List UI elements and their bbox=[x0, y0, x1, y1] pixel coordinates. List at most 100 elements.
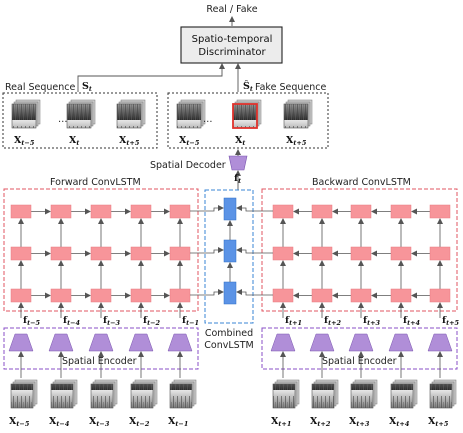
fake-frames: Xt−5 Xt Xt+5 bbox=[176, 99, 313, 147]
decoder-input-feature: ft bbox=[234, 173, 241, 185]
forward-lstm-cell bbox=[50, 204, 72, 219]
forward-lstm-cell bbox=[130, 288, 152, 303]
backward-lstm-cell bbox=[272, 288, 294, 303]
encoder-right-box bbox=[261, 327, 458, 370]
spatial-encoder-block bbox=[309, 333, 335, 352]
real-sequence-box bbox=[2, 92, 158, 149]
backward-lstm-cell bbox=[272, 246, 294, 261]
combined-cells bbox=[190, 197, 273, 305]
forward-feature-label: ft−1 bbox=[182, 315, 199, 327]
backward-to-combined-arrow bbox=[236, 205, 273, 212]
spatial-encoder-block bbox=[8, 333, 34, 352]
forward-feature-label: ft−2 bbox=[143, 315, 161, 327]
spatial-encoder-block bbox=[88, 333, 114, 352]
input-frame-label: Xt+3 bbox=[349, 416, 370, 428]
forward-lstm-cell bbox=[90, 204, 112, 219]
spatial-encoder-block bbox=[427, 333, 453, 352]
input-frame-label: Xt+2 bbox=[310, 416, 331, 428]
real-sequence-label: Real Sequence bbox=[5, 82, 76, 93]
backward-lstm-cell bbox=[429, 204, 451, 219]
backward-lstm-cell bbox=[311, 204, 333, 219]
combined-cell bbox=[223, 197, 237, 221]
backward-feature-label: ft+1 bbox=[285, 315, 302, 327]
backward-lstm-cell bbox=[272, 204, 294, 219]
combined-cell bbox=[223, 239, 237, 263]
forward-lstm-cell bbox=[130, 204, 152, 219]
backward-feature-label: ft+4 bbox=[403, 315, 421, 327]
input-frame-label: Xt+5 bbox=[428, 416, 449, 428]
discriminator-line1: Spatio-temporal bbox=[192, 34, 273, 45]
spatial-encoder-block bbox=[167, 333, 193, 352]
forward-lstm-cell bbox=[10, 288, 32, 303]
real-ellipsis: … bbox=[58, 114, 68, 125]
backward-to-combined-arrow bbox=[236, 289, 273, 296]
fake-frame-label: Xt−5 bbox=[179, 135, 200, 147]
real-seq-tag: St bbox=[82, 81, 92, 93]
backward-feature-label: ft+2 bbox=[324, 315, 342, 327]
input-frame bbox=[390, 379, 418, 409]
real-frame-label: Xt bbox=[69, 135, 79, 147]
input-frame bbox=[272, 379, 300, 409]
fake-frame bbox=[176, 99, 206, 129]
input-frame-label: Xt−4 bbox=[49, 416, 70, 428]
forward-lstm-cell bbox=[10, 246, 32, 261]
combined-label-line2: ConvLSTM bbox=[204, 340, 253, 351]
backward-lstm-cell bbox=[429, 288, 451, 303]
fake-seq-tag: Ŝt bbox=[243, 80, 253, 93]
forward-lstm-cell bbox=[90, 246, 112, 261]
fake-frame bbox=[232, 99, 262, 129]
spatial-encoder-block bbox=[128, 333, 154, 352]
backward-grid bbox=[272, 204, 451, 318]
real-frame bbox=[11, 99, 41, 129]
combined-label-line1: Combined bbox=[205, 328, 253, 339]
fake-frame-label: Xt bbox=[235, 135, 245, 147]
backward-convlstm-box bbox=[261, 188, 458, 312]
forward-lstm-cell bbox=[50, 246, 72, 261]
real-frame bbox=[116, 99, 146, 129]
input-frame bbox=[429, 379, 457, 409]
input-frame bbox=[10, 379, 38, 409]
forward-lstm-cell bbox=[10, 204, 32, 219]
feature-labels: ft−5 ft−4 ft−3 ft−2 ft−1 ft+1 ft+2 ft+3 ft+4 ft+5 bbox=[23, 315, 460, 327]
spatial-encoder-block bbox=[388, 333, 414, 352]
discriminator-box bbox=[180, 26, 283, 64]
input-frame-label: Xt−3 bbox=[89, 416, 110, 428]
forward-to-combined-arrow bbox=[190, 289, 224, 296]
backward-lstm-cell bbox=[350, 204, 372, 219]
fake-sequence-label: Fake Sequence bbox=[255, 82, 326, 93]
forward-feature-label: ft−4 bbox=[63, 315, 81, 327]
backward-to-combined-arrow bbox=[236, 247, 273, 254]
backward-lstm-cell bbox=[390, 288, 412, 303]
backward-feature-label: ft+3 bbox=[363, 315, 381, 327]
real-frame-label: Xt−5 bbox=[14, 135, 35, 147]
forward-lstm-cell bbox=[169, 288, 191, 303]
spatial-decoder-block bbox=[228, 155, 248, 171]
output-title: Real / Fake bbox=[206, 4, 257, 15]
forward-to-combined-arrow bbox=[190, 247, 224, 254]
fake-frame-label: Xt+5 bbox=[286, 135, 307, 147]
combined-convlstm-box bbox=[204, 189, 254, 324]
input-frame bbox=[350, 379, 378, 409]
forward-feature-label: ft−5 bbox=[23, 315, 41, 327]
backward-lstm-cell bbox=[350, 288, 372, 303]
input-frame bbox=[169, 379, 197, 409]
input-frame bbox=[90, 379, 118, 409]
combined-cell bbox=[223, 281, 237, 305]
backward-lstm-cell bbox=[311, 288, 333, 303]
backward-feature-label: ft+5 bbox=[442, 315, 460, 327]
input-frame-label: Xt−1 bbox=[168, 416, 188, 428]
backward-lstm-cell bbox=[350, 246, 372, 261]
discriminator-line2: Discriminator bbox=[198, 47, 266, 58]
forward-feature-label: ft−3 bbox=[103, 315, 121, 327]
real-frame bbox=[66, 99, 96, 129]
backward-lstm-cell bbox=[429, 246, 451, 261]
forward-grid bbox=[10, 204, 191, 318]
input-frame-label: Xt−2 bbox=[129, 416, 150, 428]
forward-lstm-cell bbox=[169, 204, 191, 219]
forward-lstm-cell bbox=[90, 288, 112, 303]
input-frame-label: Xt+4 bbox=[389, 416, 410, 428]
